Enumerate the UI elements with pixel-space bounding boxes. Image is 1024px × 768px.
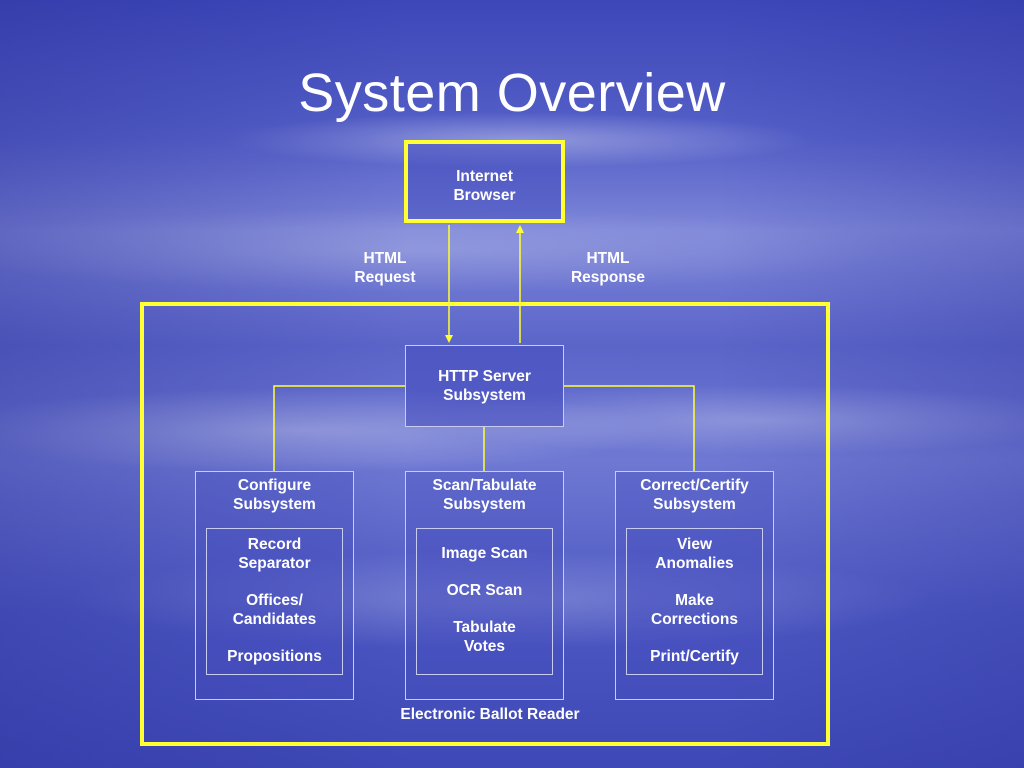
scan-title-line-2: Subsystem xyxy=(443,496,526,513)
scan-item-image-scan: Image Scan xyxy=(441,544,527,563)
html-request-label: HTML Request xyxy=(325,249,445,287)
configure-item-text: Candidates xyxy=(232,611,317,628)
configure-item-text: Separator xyxy=(238,555,311,572)
scan-item-tabulate-votes: Tabulate Votes xyxy=(453,618,516,656)
scan-item-text: OCR Scan xyxy=(446,582,523,599)
browser-label-line-2: Browser xyxy=(453,187,516,204)
correct-item-print-certify: Print/Certify xyxy=(650,647,739,666)
scan-item-text: Votes xyxy=(463,638,506,655)
scan-item-text: Tabulate xyxy=(453,619,516,636)
configure-subsystem-node: Configure Subsystem Record Separator Off… xyxy=(195,471,354,700)
configure-item-text: Propositions xyxy=(227,648,322,665)
response-label-line-1: HTML xyxy=(586,250,630,267)
correct-item-text: Print/Certify xyxy=(650,648,739,665)
html-response-label: HTML Response xyxy=(548,249,668,287)
electronic-ballot-reader-label: Electronic Ballot Reader xyxy=(400,706,580,723)
scan-item-text: Image Scan xyxy=(441,545,528,562)
correct-title-line-1: Correct/Certify xyxy=(640,477,749,494)
configure-title-line-1: Configure xyxy=(237,477,312,494)
response-label-line-2: Response xyxy=(570,269,646,286)
scan-title-line-1: Scan/Tabulate xyxy=(432,477,537,494)
http-label-line-2: Subsystem xyxy=(443,387,526,404)
request-label-line-1: HTML xyxy=(363,250,407,267)
correct-title-line-2: Subsystem xyxy=(653,496,736,513)
configure-items-box: Record Separator Offices/ Candidates Pro… xyxy=(206,528,343,675)
correct-item-text: View xyxy=(676,536,713,553)
http-server-node: HTTP Server Subsystem xyxy=(405,345,564,427)
configure-item-record-separator: Record Separator xyxy=(238,535,310,573)
correct-item-text: Corrections xyxy=(651,611,738,628)
configure-title-line-2: Subsystem xyxy=(233,496,316,513)
correct-items-box: View Anomalies Make Corrections Print/Ce… xyxy=(626,528,763,675)
browser-label-line-1: Internet xyxy=(456,168,513,185)
connector-to-configure xyxy=(273,385,405,471)
correct-item-text: Make xyxy=(675,592,714,609)
configure-item-text: Offices/ xyxy=(246,592,303,609)
correct-certify-subsystem-node: Correct/Certify Subsystem View Anomalies… xyxy=(615,471,774,700)
configure-item-offices-candidates: Offices/ Candidates xyxy=(233,591,317,629)
electronic-ballot-reader-container xyxy=(140,302,830,746)
slide-title: System Overview xyxy=(298,63,726,123)
scan-items-box: Image Scan OCR Scan Tabulate Votes xyxy=(416,528,553,675)
internet-browser-node: Internet Browser xyxy=(404,140,565,223)
request-label-line-2: Request xyxy=(354,269,416,286)
correct-item-view-anomalies: View Anomalies xyxy=(655,535,733,573)
configure-item-propositions: Propositions xyxy=(227,647,322,666)
correct-item-text: Anomalies xyxy=(655,555,734,572)
scan-tabulate-subsystem-node: Scan/Tabulate Subsystem Image Scan OCR S… xyxy=(405,471,564,700)
correct-item-make-corrections: Make Corrections xyxy=(651,591,738,629)
http-label-line-1: HTTP Server xyxy=(438,368,531,385)
connector-to-correct xyxy=(564,385,695,471)
configure-item-text: Record xyxy=(247,536,302,553)
scan-item-ocr-scan: OCR Scan xyxy=(447,581,523,600)
